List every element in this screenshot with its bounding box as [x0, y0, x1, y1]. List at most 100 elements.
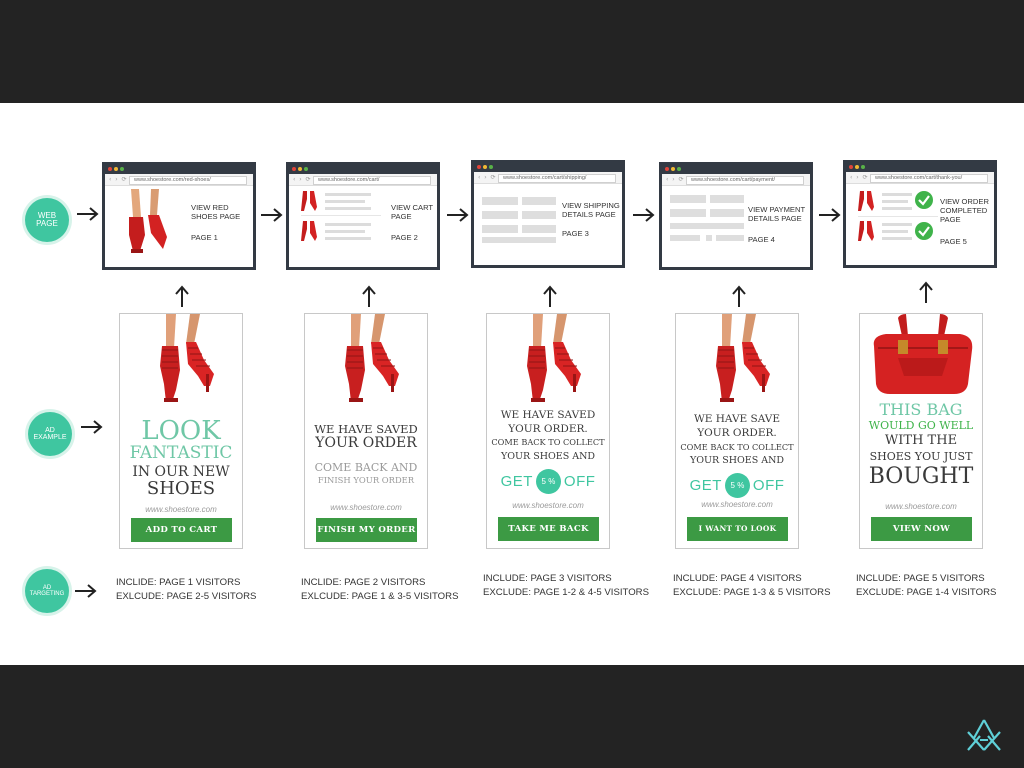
- arrow-right-icon: [633, 208, 655, 222]
- arrow-right-icon: [77, 207, 99, 221]
- discount-badge: 5 %: [724, 473, 750, 498]
- exclude-rule: EXLCUDE: PAGE 2-5 VISITORS: [116, 591, 257, 602]
- exclude-rule: EXCLUDE: PAGE 1-2 & 4-5 VISITORS: [483, 587, 649, 598]
- ad-text: COME BACK TO COLLECT: [680, 442, 794, 452]
- page-number: PAGE 3: [562, 229, 589, 238]
- ad-headline: WE HAVE SAVE: [693, 413, 781, 425]
- ad-headline: YOUR ORDER: [315, 435, 417, 451]
- arrow-right-icon: [81, 420, 103, 434]
- view-now-button[interactable]: VIEW NOW: [871, 517, 972, 541]
- arrow-up-icon: [362, 285, 376, 307]
- top-band: [0, 0, 1024, 103]
- ad-headline: FANTASTIC: [129, 443, 233, 463]
- browser-window-page-2: ‹ › ⟳www.shoestore.com/cart/ VIEW CART P…: [286, 162, 440, 270]
- include-rule: INCLUDE: PAGE 5 VISITORS: [856, 573, 985, 584]
- get-text: GET: [689, 477, 722, 494]
- browser-window-page-1: ‹ › ⟳www.shoestore.com/red-shoes/ VIEW R…: [102, 162, 256, 270]
- ad-headline: YOUR ORDER.: [508, 423, 588, 435]
- page-label: VIEW RED SHOES PAGE: [191, 203, 241, 222]
- exclude-rule: EXCLUDE: PAGE 1-3 & 5 VISITORS: [673, 587, 831, 598]
- arrow-right-icon: [261, 208, 283, 222]
- web-page-row-label: WEB PAGE: [25, 198, 69, 242]
- ad-headline: THIS BAG: [879, 400, 963, 419]
- ad-text: COME BACK TO COLLECT: [491, 437, 605, 447]
- bottom-band: [0, 665, 1024, 768]
- company-logo: [967, 719, 1001, 751]
- ad-site-url: www.shoestore.com: [330, 503, 402, 512]
- page-number: PAGE 1: [191, 233, 218, 242]
- banner-ad-5[interactable]: THIS BAG WOULD GO WELL WITH THE SHOES YO…: [859, 313, 983, 549]
- arrow-up-icon: [919, 281, 933, 303]
- ad-site-url: www.shoestore.com: [145, 505, 217, 514]
- page-number: PAGE 2: [391, 233, 418, 242]
- include-rule: INCLIDE: PAGE 1 VISITORS: [116, 577, 241, 588]
- ad-example-row-label: AD EXAMPLE: [28, 412, 72, 456]
- red-heels-image: [698, 314, 778, 404]
- targeting-rules-3: INCLUDE: PAGE 3 VISITORS EXCLUDE: PAGE 1…: [483, 572, 649, 600]
- arrow-right-icon: [447, 208, 469, 222]
- page-label: VIEW CART PAGE: [391, 203, 434, 222]
- targeting-rules-5: INCLUDE: PAGE 5 VISITORS EXCLUDE: PAGE 1…: [856, 572, 996, 600]
- red-heels-image: [142, 314, 222, 404]
- browser-window-page-4: ‹ › ⟳www.shoestore.com/cart/payment/ VIE…: [659, 162, 813, 270]
- ad-targeting-row-label: AD TARGETING: [25, 569, 69, 613]
- take-me-back-button[interactable]: TAKE ME BACK: [498, 517, 599, 541]
- discount-badge: 5 %: [535, 469, 561, 494]
- add-to-cart-button[interactable]: ADD TO CART: [131, 518, 232, 542]
- red-heels-image: [509, 314, 589, 404]
- arrow-up-icon: [175, 285, 189, 307]
- ad-text: WITH THE: [884, 433, 958, 448]
- browser-window-page-3: ‹ › ⟳www.shoestore.com/cart/shipping/ VI…: [471, 160, 625, 268]
- include-rule: INCLIDE: PAGE 2 VISITORS: [301, 577, 426, 588]
- ad-text: YOUR SHOES AND: [500, 451, 596, 462]
- ad-headline: WE HAVE SAVED: [314, 422, 418, 436]
- i-want-to-look-good-button[interactable]: I WANT TO LOOK GOOD: [687, 517, 788, 541]
- ad-site-url: www.shoestore.com: [701, 500, 773, 509]
- page-label: VIEW PAYMENT DETAILS PAGE: [748, 205, 806, 224]
- include-rule: INCLUDE: PAGE 3 VISITORS: [483, 573, 612, 584]
- page-number: PAGE 4: [748, 235, 775, 244]
- arrow-up-icon: [543, 285, 557, 307]
- exclude-rule: EXLCUDE: PAGE 1 & 3-5 VISITORS: [301, 591, 459, 602]
- order-completed-image: [858, 191, 938, 241]
- banner-ad-1[interactable]: LOOK FANTASTIC IN OUR NEW SHOES www.shoe…: [119, 313, 243, 549]
- ad-text: IN OUR NEW: [132, 464, 230, 480]
- banner-ad-3[interactable]: WE HAVE SAVED YOUR ORDER. COME BACK TO C…: [486, 313, 610, 549]
- browser-window-page-5: ‹ › ⟳www.shoestore.com/cart/thank-you/ V…: [843, 160, 997, 268]
- cart-items-image: [301, 191, 381, 241]
- ad-text: COME BACK AND: [314, 461, 418, 474]
- banner-ad-2[interactable]: WE HAVE SAVED YOUR ORDER COME BACK AND F…: [304, 313, 428, 549]
- url-bar: www.shoestore.com/red-shoes/: [129, 176, 247, 185]
- page-number: PAGE 5: [940, 237, 967, 246]
- ad-headline: YOUR ORDER.: [697, 427, 777, 439]
- off-text: OFF: [563, 473, 596, 490]
- ad-text: SHOES: [146, 478, 216, 499]
- url-bar: www.shoestore.com/cart/payment/: [686, 176, 804, 185]
- banner-ad-4[interactable]: WE HAVE SAVE YOUR ORDER. COME BACK TO CO…: [675, 313, 799, 549]
- red-handbag-image: [873, 314, 973, 394]
- ad-text: FINISH YOUR ORDER: [317, 475, 415, 485]
- off-text: OFF: [752, 477, 785, 494]
- ad-text: SHOES YOU JUST: [869, 450, 973, 463]
- ad-headline: WOULD GO WELL: [868, 419, 974, 432]
- ad-text: YOUR SHOES AND: [689, 455, 785, 466]
- arrow-right-icon: [75, 584, 97, 598]
- red-heels-image: [129, 189, 167, 253]
- targeting-rules-2: INCLIDE: PAGE 2 VISITORS EXLCUDE: PAGE 1…: [301, 576, 458, 604]
- exclude-rule: EXCLUDE: PAGE 1-4 VISITORS: [856, 587, 997, 598]
- targeting-rules-1: INCLIDE: PAGE 1 VISITORS EXLCUDE: PAGE 2…: [116, 576, 256, 604]
- ad-site-url: www.shoestore.com: [885, 502, 957, 511]
- page-label: VIEW ORDER COMPLETED PAGE: [940, 197, 989, 225]
- page-label: VIEW SHIPPING DETAILS PAGE: [562, 201, 620, 220]
- include-rule: INCLUDE: PAGE 4 VISITORS: [673, 573, 802, 584]
- ad-site-url: www.shoestore.com: [512, 501, 584, 510]
- url-bar: www.shoestore.com/cart/shipping/: [498, 174, 616, 183]
- arrow-right-icon: [819, 208, 841, 222]
- ad-headline: WE HAVE SAVED: [500, 409, 596, 421]
- finish-my-order-button[interactable]: FINISH MY ORDER: [316, 518, 417, 542]
- get-text: GET: [500, 473, 533, 490]
- url-bar: www.shoestore.com/cart/thank-you/: [870, 174, 988, 183]
- arrow-up-icon: [732, 285, 746, 307]
